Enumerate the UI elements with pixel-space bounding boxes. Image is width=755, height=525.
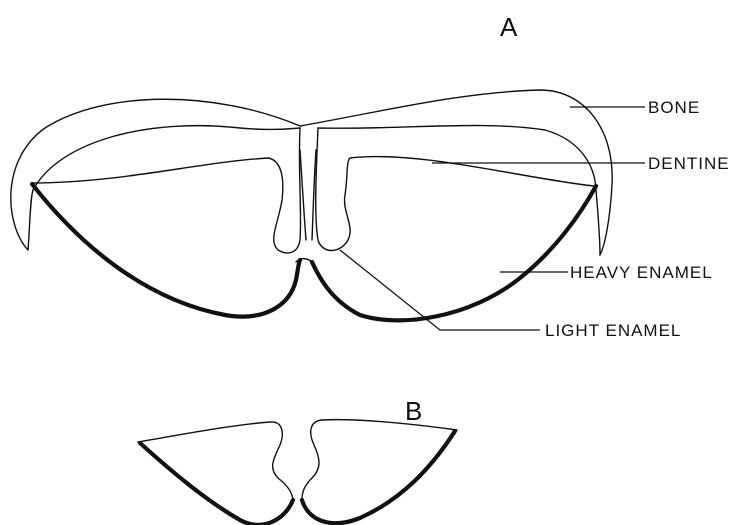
dentine-right-line <box>350 157 594 186</box>
dentine-left-line <box>32 158 268 183</box>
bone-label: BONE <box>648 98 700 117</box>
septum-inner-lines <box>300 150 316 240</box>
figure-b-left-enamel <box>140 443 293 525</box>
figure-b-right-enamel <box>302 431 455 523</box>
figure-b <box>138 420 457 525</box>
heavy-enamel-right <box>312 186 596 320</box>
panel-a-letter: A <box>500 12 518 42</box>
heavy-enamel-label: HEAVY ENAMEL <box>570 263 713 282</box>
light-enamel-label: LIGHT ENAMEL <box>545 321 681 340</box>
heavy-enamel-left <box>32 184 300 317</box>
bone-left-end <box>28 190 33 250</box>
panel-b-letter: B <box>405 396 422 426</box>
dentine-label: DENTINE <box>648 154 730 173</box>
bone-outer-outline <box>11 90 612 255</box>
figure-a: BONE DENTINE HEAVY ENAMEL LIGHT ENAMEL <box>11 90 730 340</box>
central-septum <box>268 128 350 253</box>
bone-inner-outline <box>33 125 600 255</box>
